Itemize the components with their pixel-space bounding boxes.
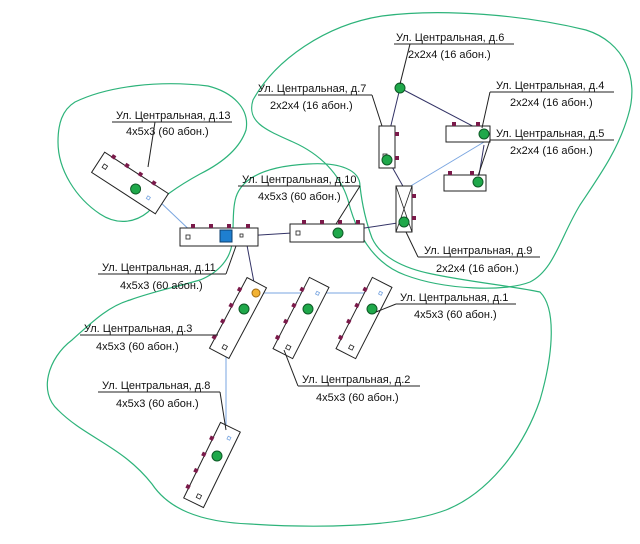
building-d3-ports xyxy=(211,286,243,340)
label-d6-spec: 2х2х4 (16 абон.) xyxy=(408,49,491,61)
building-d1-ports xyxy=(337,286,368,341)
label-d2-spec: 4х5х3 (60 абон.) xyxy=(316,392,399,404)
building-d11-outline xyxy=(179,227,259,247)
building-d2-node xyxy=(302,303,314,315)
label-d3-street: Ул. Центральная, д.3 xyxy=(84,323,192,335)
building-d2[interactable] xyxy=(270,276,330,360)
label-d2-street: Ул. Центральная, д.2 xyxy=(302,374,410,386)
label-d9-street: Ул. Центральная, д.9 xyxy=(424,245,532,257)
label-d4-street: Ул. Центральная, д.4 xyxy=(496,80,604,92)
zone-outlines xyxy=(46,12,633,527)
building-d8-ports xyxy=(185,435,215,490)
cable-d9-d5 xyxy=(403,141,485,191)
building-d13[interactable] xyxy=(90,150,170,215)
building-d1[interactable] xyxy=(333,276,393,360)
building-d3-node xyxy=(238,303,250,315)
cable-d6-d4 xyxy=(399,87,485,133)
label-d5-spec: 2х2х4 (16 абон.) xyxy=(510,145,593,157)
zone-outline-d13 xyxy=(57,83,248,222)
label-d10-spec: 4х5х3 (60 абон.) xyxy=(258,191,341,203)
building-d11-ports xyxy=(191,224,250,228)
label-d1-street: Ул. Центральная, д.1 xyxy=(400,292,508,304)
building-d9-ports xyxy=(412,194,416,220)
label-d3: Ул. Центральная, д.3 4х5х3 (60 абон.) xyxy=(80,323,218,353)
building-d1-node xyxy=(366,303,378,315)
label-d13: Ул. Центральная, д.13 4х5х3 (60 абон.) xyxy=(112,110,232,168)
building-d10-ports xyxy=(302,220,360,224)
label-d9-spec: 2х2х4 (16 абон.) xyxy=(436,263,519,275)
building-d13-ports xyxy=(110,154,157,186)
building-d9[interactable] xyxy=(395,185,416,233)
label-d4: Ул. Центральная, д.4 2х2х4 (16 абон.) xyxy=(481,80,614,129)
building-d10[interactable] xyxy=(289,220,365,243)
splitter-icon[interactable] xyxy=(251,288,261,298)
building-d6-node[interactable] xyxy=(394,82,406,94)
label-d3-spec: 4х5х3 (60 абон.) xyxy=(96,341,179,353)
building-d7-node xyxy=(381,154,393,166)
label-d5-street: Ул. Центральная, д.5 xyxy=(496,128,604,140)
building-d9-node xyxy=(398,216,410,228)
building-d8[interactable] xyxy=(181,421,241,509)
label-d1: Ул. Центральная, д.1 4х5х3 (60 абон.) xyxy=(375,292,516,321)
building-d7-ports xyxy=(395,132,399,160)
label-d8-street: Ул. Центральная, д.8 xyxy=(102,380,210,392)
distribution-hub-icon[interactable] xyxy=(219,229,233,243)
label-d11-spec: 4х5х3 (60 абон.) xyxy=(120,280,203,292)
zone-outline-northeast xyxy=(251,12,633,289)
building-d4-node xyxy=(478,128,490,140)
building-d8-node xyxy=(211,450,223,462)
building-d5-node xyxy=(472,176,484,188)
label-d11-street: Ул. Центральная, д.11 xyxy=(102,262,216,274)
label-d8: Ул. Центральная, д.8 4х5х3 (60 абон.) xyxy=(98,380,227,431)
label-d11: Ул. Центральная, д.11 4х5х3 (60 абон.) xyxy=(98,245,237,292)
building-d5[interactable] xyxy=(443,171,487,192)
label-d7: Ул. Центральная, д.7 2х2х4 (16 абон.) xyxy=(258,83,383,127)
building-d11[interactable] xyxy=(179,224,259,247)
label-d10-street: Ул. Центральная, д.10 xyxy=(242,174,357,186)
building-d3[interactable] xyxy=(207,276,268,360)
label-d7-street: Ул. Центральная, д.7 xyxy=(258,83,366,95)
zone-outline-south xyxy=(46,163,552,527)
building-d7[interactable] xyxy=(378,125,399,169)
building-d13-node xyxy=(130,183,142,195)
label-d13-street: Ул. Центральная, д.13 xyxy=(116,110,231,122)
building-d8-outline xyxy=(183,421,241,509)
building-d4-outline xyxy=(445,125,491,143)
building-d2-ports xyxy=(274,286,305,341)
building-d4[interactable] xyxy=(445,122,491,143)
building-d2-outline xyxy=(272,276,330,360)
label-d10: Ул. Центральная, д.10 4х5х3 (60 абон.) xyxy=(238,174,361,225)
label-d8-spec: 4х5х3 (60 абон.) xyxy=(116,398,199,410)
label-d2: Ул. Центральная, д.2 4х5х3 (60 абон.) xyxy=(283,349,420,404)
label-d7-spec: 2х2х4 (16 абон.) xyxy=(270,100,353,112)
label-d5: Ул. Центральная, д.5 2х2х4 (16 абон.) xyxy=(477,128,614,177)
building-d13-outline xyxy=(90,151,170,215)
label-d13-spec: 4х5х3 (60 абон.) xyxy=(126,126,209,138)
label-d6: Ул. Центральная, д.6 2х2х4 (16 абон.) xyxy=(394,32,514,85)
building-labels: Ул. Центральная, д.13 4х5х3 (60 абон.) У… xyxy=(80,32,614,431)
building-d10-outline xyxy=(289,223,365,243)
label-d4-spec: 2х2х4 (16 абон.) xyxy=(510,97,593,109)
label-d1-spec: 4х5х3 (60 абон.) xyxy=(414,309,497,321)
building-d1-outline xyxy=(335,276,393,360)
label-d6-street: Ул. Центральная, д.6 xyxy=(396,32,504,44)
building-d3-outline xyxy=(208,276,268,360)
label-d9: Ул. Центральная, д.9 2х2х4 (16 абон.) xyxy=(405,231,540,275)
building-d5-ports xyxy=(448,171,474,175)
building-d10-node xyxy=(332,227,344,239)
building-d4-ports xyxy=(452,122,480,126)
